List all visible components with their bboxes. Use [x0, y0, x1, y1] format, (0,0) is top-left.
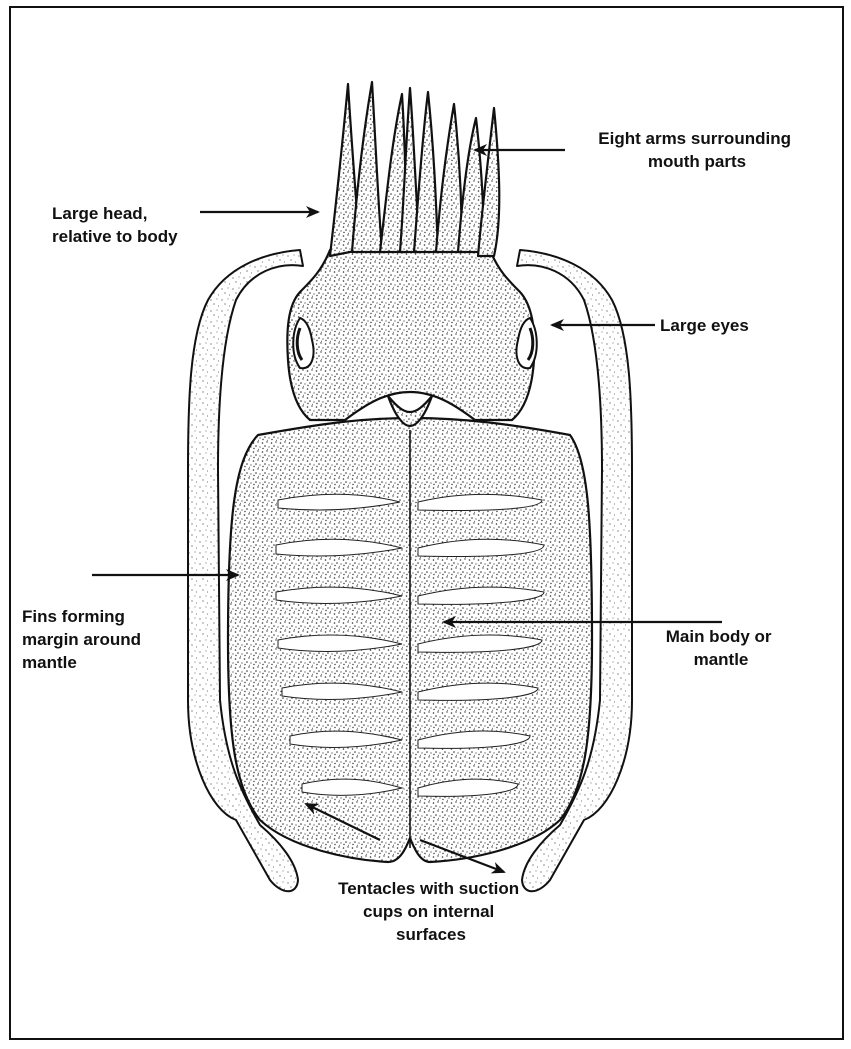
fins-label: Fins forming margin around mantle	[22, 607, 146, 672]
tentacles-label: Tentacles with suction cups on internal …	[338, 879, 524, 944]
head-label: Large head, relative to body	[52, 204, 178, 246]
arms-label: Eight arms surrounding mouth parts	[598, 129, 795, 171]
head	[287, 250, 534, 426]
eyes-label: Large eyes	[660, 316, 749, 335]
mantle-label: Main body or mantle	[666, 627, 777, 669]
arms	[330, 82, 499, 256]
